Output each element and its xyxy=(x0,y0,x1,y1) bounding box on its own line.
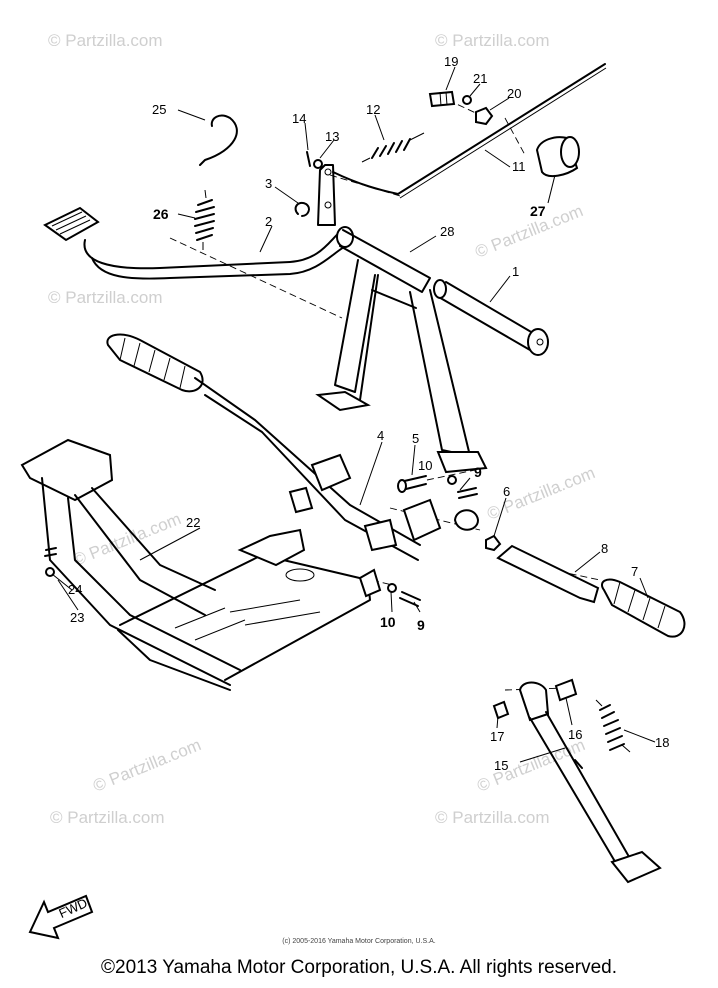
callout-8: 8 xyxy=(601,541,608,556)
underguard-bolt xyxy=(44,547,57,577)
rubber-cap xyxy=(535,136,580,178)
callout-11: 11 xyxy=(512,159,526,174)
callout-16: 16 xyxy=(568,727,582,742)
callout-13: 13 xyxy=(325,129,339,144)
callout-9-lower: 9 xyxy=(417,617,425,633)
watermark: © Partzilla.com xyxy=(90,735,203,796)
brake-arm xyxy=(317,164,336,226)
small-copyright: (c) 2005-2016 Yamaha Motor Corporation, … xyxy=(282,938,436,945)
callout-9-upper: 9 xyxy=(474,464,482,480)
callout-6: 6 xyxy=(503,484,510,499)
callout-15: 15 xyxy=(494,758,508,773)
nut-20 xyxy=(475,106,494,126)
callout-26: 26 xyxy=(153,206,169,222)
watermarks: © Partzilla.com © Partzilla.com © Partzi… xyxy=(48,31,598,827)
footrest-rubber xyxy=(601,578,686,638)
circlip xyxy=(294,202,310,217)
pin-14 xyxy=(306,151,311,167)
callout-24: 24 xyxy=(68,582,82,597)
callout-numbers: 25 26 3 2 14 13 12 19 21 20 11 27 28 1 4… xyxy=(68,54,669,773)
assembly-lines xyxy=(169,99,601,691)
callout-3: 3 xyxy=(265,176,272,191)
callout-18: 18 xyxy=(655,735,669,750)
callout-19: 19 xyxy=(444,54,458,69)
watermark: © Partzilla.com xyxy=(50,808,165,827)
sidestand xyxy=(492,678,662,884)
main-stand xyxy=(315,229,488,474)
watermark: © Partzilla.com xyxy=(484,463,597,524)
fasteners xyxy=(387,475,502,607)
callout-22: 22 xyxy=(186,515,200,530)
callout-25: 25 xyxy=(152,102,166,117)
callout-5: 5 xyxy=(412,431,419,446)
washer-21 xyxy=(462,95,472,105)
washer-13 xyxy=(313,159,323,169)
copyright-notice: ©2013 Yamaha Motor Corporation, U.S.A. A… xyxy=(101,957,617,978)
callout-10-upper: 10 xyxy=(418,458,432,473)
watermark: © Partzilla.com xyxy=(435,808,550,827)
callout-23: 23 xyxy=(70,610,84,625)
callout-4: 4 xyxy=(377,428,384,443)
adjusting-nut-19 xyxy=(428,90,456,108)
callout-27: 27 xyxy=(530,203,546,219)
callout-21: 21 xyxy=(473,71,487,86)
watermark: © Partzilla.com xyxy=(48,288,163,307)
callout-2: 2 xyxy=(265,214,272,229)
fwd-arrow: FWD xyxy=(28,894,94,940)
callout-20: 20 xyxy=(507,86,521,101)
watermark: © Partzilla.com xyxy=(70,509,183,570)
watermark: © Partzilla.com xyxy=(435,31,550,50)
leader-lines xyxy=(51,66,656,763)
callout-28: 28 xyxy=(440,224,454,239)
callout-7: 7 xyxy=(631,564,638,579)
underguard xyxy=(20,438,382,691)
brake-pedal xyxy=(43,206,354,280)
callout-17: 17 xyxy=(490,729,504,744)
return-spring-26 xyxy=(194,189,215,250)
callout-12: 12 xyxy=(366,102,380,117)
spring-12 xyxy=(361,132,425,163)
watermark: © Partzilla.com xyxy=(48,31,163,50)
pivot-shaft xyxy=(433,279,549,356)
footrest-arm xyxy=(496,544,600,604)
hook-clip xyxy=(199,114,238,166)
callout-10-lower: 10 xyxy=(380,614,396,630)
callout-14: 14 xyxy=(292,111,306,126)
footrest-bar xyxy=(106,333,442,561)
callout-1: 1 xyxy=(512,264,519,279)
brake-rod xyxy=(332,63,606,195)
